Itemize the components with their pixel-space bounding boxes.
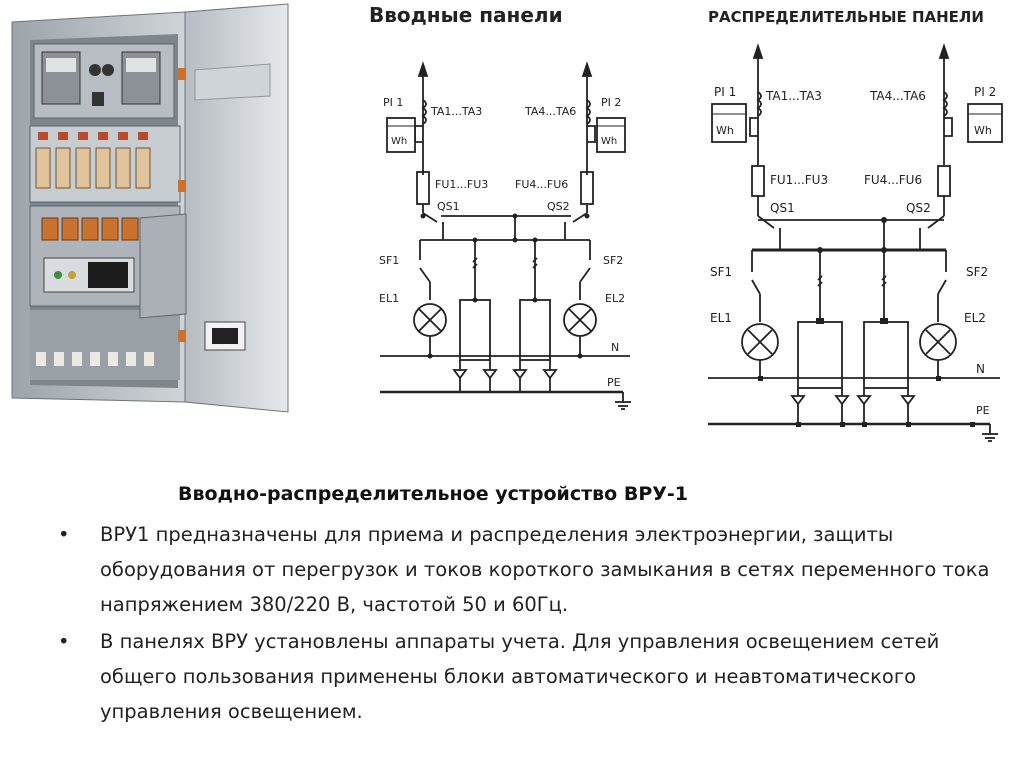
bullet-item: • В панелях ВРУ установлены аппараты уче… (58, 624, 1008, 729)
meter-label-right: PI 2 (601, 96, 621, 109)
fuse-label-right: FU4...FU6 (864, 173, 922, 187)
ct-label-right: TA4...TA6 (869, 89, 926, 103)
cabinet-photo (0, 0, 300, 418)
bullet-text: ВРУ1 предназначены для приема и распреде… (100, 523, 990, 616)
bullet-text: В панелях ВРУ установлены аппараты учета… (100, 630, 940, 723)
switch-label-right: QS2 (547, 200, 570, 213)
bus-pe-label: PE (976, 404, 990, 417)
breaker-label-left: SF1 (379, 254, 399, 267)
fuse-label-left: FU1...FU3 (435, 178, 488, 191)
slide-heading: Вводно-распределительное устройство ВРУ-… (178, 483, 688, 505)
breaker-label-right: SF2 (603, 254, 623, 267)
wh-label-right: Wh (974, 124, 992, 137)
schematic-title: РАСПРЕДЕЛИТЕЛЬНЫЕ ПАНЕЛИ (708, 8, 984, 26)
lamp-label-right: EL2 (964, 311, 986, 325)
wh-label-left: Wh (716, 124, 734, 137)
breaker-label-left: SF1 (710, 265, 732, 279)
schematic-title: Вводные панели (369, 3, 563, 27)
wh-label-right: Wh (601, 136, 617, 147)
ct-label-left: TA1...TA3 (430, 105, 482, 118)
bus-n-label: N (611, 341, 619, 354)
bus-pe-label: PE (607, 376, 621, 389)
breaker-label-right: SF2 (966, 265, 988, 279)
switch-label-left: QS1 (770, 201, 795, 215)
ct-label-left: TA1...TA3 (765, 89, 822, 103)
bullet-icon: • (58, 630, 70, 653)
ct-label-right: TA4...TA6 (524, 105, 576, 118)
bullet-icon: • (58, 523, 70, 546)
lamp-label-right: EL2 (605, 292, 625, 305)
switch-label-right: QS2 (906, 201, 931, 215)
meter-label-left: PI 1 (383, 96, 403, 109)
lamp-label-left: EL1 (710, 311, 732, 325)
meter-label-left: PI 1 (714, 85, 736, 99)
lamp-label-left: EL1 (379, 292, 399, 305)
bus-n-label: N (976, 362, 985, 376)
bullet-item: • ВРУ1 предназначены для приема и распре… (58, 517, 1008, 622)
input-panels-schematic: Вводные панели (369, 3, 631, 410)
fuse-label-left: FU1...FU3 (770, 173, 828, 187)
bullet-list: • ВРУ1 предназначены для приема и распре… (58, 517, 1008, 731)
fuse-label-right: FU4...FU6 (515, 178, 568, 191)
meter-label-right: PI 2 (974, 85, 996, 99)
wh-label-left: Wh (391, 136, 407, 147)
switch-label-left: QS1 (437, 200, 460, 213)
distribution-panels-schematic: РАСПРЕДЕЛИТЕЛЬНЫЕ ПАНЕЛИ (708, 8, 1003, 442)
